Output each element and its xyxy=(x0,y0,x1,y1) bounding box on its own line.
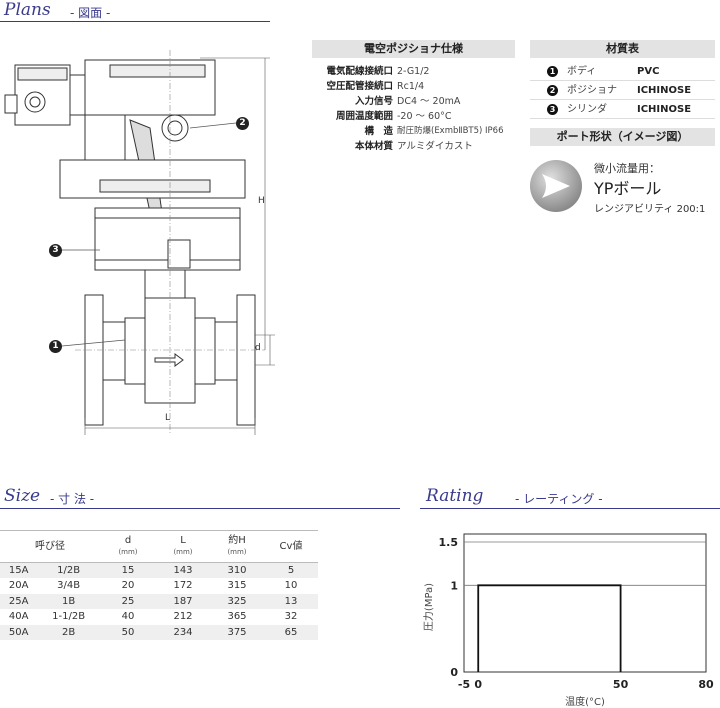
plot-frame xyxy=(463,533,707,673)
material-row: 3 シリンダ ICHINOSE xyxy=(530,100,715,119)
callout-cylinder: 3 xyxy=(49,244,62,257)
dim-h-label: H xyxy=(258,196,265,206)
dim-l-label: L xyxy=(165,413,171,423)
materials-header: 材質表 xyxy=(530,40,715,58)
y-axis-label: 圧力(MPa) xyxy=(422,583,435,631)
size-rule xyxy=(0,508,400,509)
number-badge-icon: 1 xyxy=(547,66,558,77)
x-tick-label: -5 xyxy=(458,678,470,691)
rating-rule xyxy=(420,508,720,509)
spec-row: 周囲温度範囲-20 ～ 60°C xyxy=(335,111,452,122)
plans-subtitle: - 図面 - xyxy=(70,6,111,20)
valve-drawing xyxy=(4,50,275,435)
col-cv: Cv値 xyxy=(264,530,318,563)
regulator xyxy=(84,114,126,161)
spec-row: 本体材質アルミダイカスト xyxy=(354,141,473,152)
x-tick-label: 0 xyxy=(474,678,482,691)
material-row: 2 ポジショナ ICHINOSE xyxy=(530,81,715,100)
yp-ball-icon xyxy=(530,160,582,212)
number-badge-icon: 3 xyxy=(547,104,558,115)
rating-title: Rating xyxy=(426,486,484,506)
y-tick-label: 1 xyxy=(450,579,458,592)
port-name: YPボール xyxy=(594,179,662,198)
x-tick-label: 50 xyxy=(613,678,629,691)
col-h: 約H(mm) xyxy=(210,530,264,563)
x-axis-label: 温度(°C) xyxy=(565,695,605,708)
y-tick-label: 1.5 xyxy=(439,536,459,549)
port-header: ポート形状（イメージ図） xyxy=(530,128,715,146)
size-title: Size xyxy=(4,486,41,506)
col-l: L(mm) xyxy=(156,530,210,563)
number-badge-icon: 2 xyxy=(547,85,558,96)
col-d: d(mm) xyxy=(100,530,156,563)
size-subtitle: - 寸 法 - xyxy=(50,492,95,506)
col-nominal: 呼び径 xyxy=(0,530,100,563)
callout-positioner: 2 xyxy=(236,117,249,130)
material-row: 1 ボディ PVC xyxy=(530,62,715,81)
spec-row: 構 造耐圧防爆(ExmbⅡBT5) IP66 xyxy=(364,126,504,137)
callout-leaders xyxy=(61,122,237,347)
callout-body: 1 xyxy=(49,340,62,353)
plans-title: Plans xyxy=(4,0,51,20)
port-detail: レンジアビリティ 200:1 xyxy=(594,204,706,215)
rating-subtitle: - レーティング - xyxy=(515,492,603,506)
dim-d-label: d xyxy=(255,343,261,353)
x-tick-label: 80 xyxy=(698,678,714,691)
rating-series-line xyxy=(477,584,622,672)
spec-header: 電空ポジショナ仕様 xyxy=(312,40,515,58)
plans-rule xyxy=(0,21,270,22)
y-tick-label: 0 xyxy=(450,666,458,679)
port-caption: 微小流量用： xyxy=(594,162,660,175)
